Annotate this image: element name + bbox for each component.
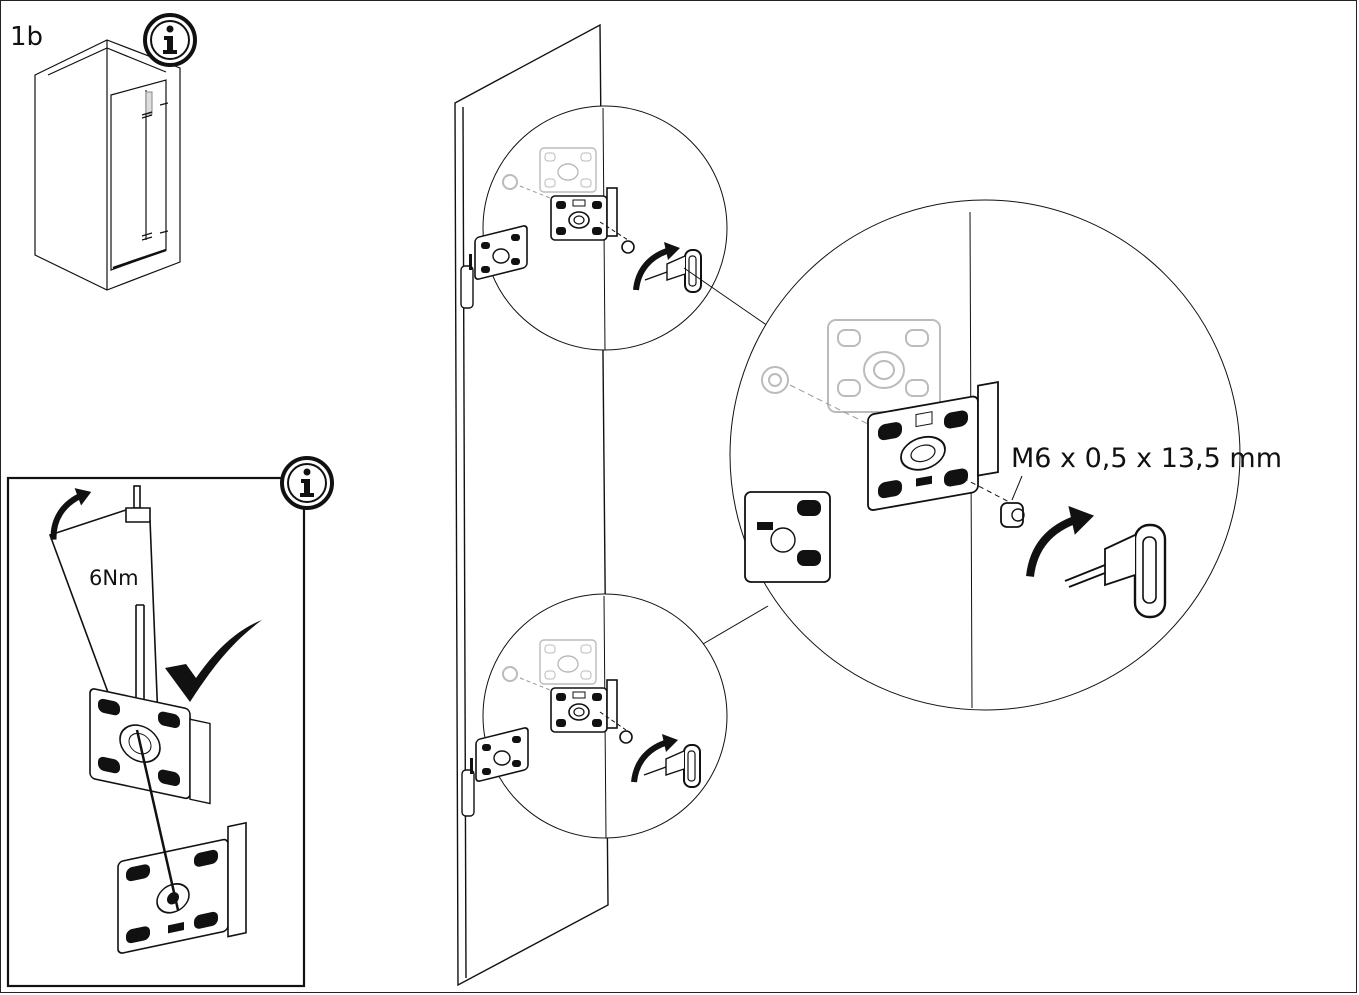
tighten-arrow-icon [47, 486, 97, 540]
torque-hinge-assembly [89, 688, 247, 954]
info-icon [143, 13, 197, 67]
screw-spec-label: M6 x 0,5 x 13,5 mm [1011, 443, 1283, 474]
glass-panel [454, 23, 609, 987]
torque-value-label: 6Nm [89, 566, 139, 590]
lower-hinge-detail [461, 593, 728, 839]
torque-info-icon [280, 456, 334, 510]
checkmark-icon [165, 620, 262, 702]
magnified-hinge-detail [729, 199, 1241, 711]
enclosure-thumbnail [34, 39, 181, 291]
screw [1000, 502, 1025, 528]
step-label: 1b [10, 22, 44, 52]
detail-leader-lines [683, 267, 769, 645]
upper-hinge-detail [460, 105, 728, 351]
